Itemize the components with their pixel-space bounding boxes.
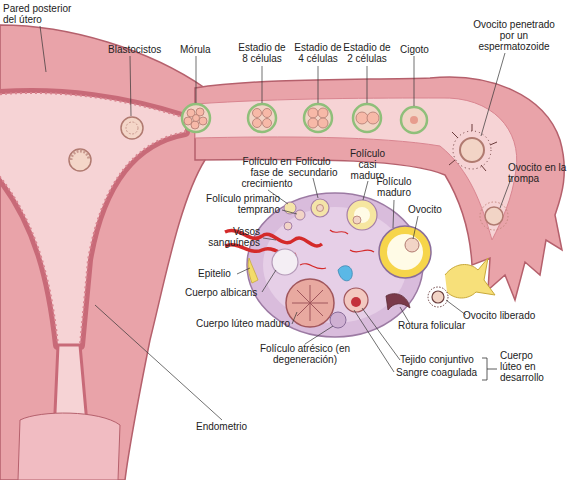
blastocyst-cells xyxy=(126,122,138,134)
developing-corpus-luteum xyxy=(344,288,368,312)
eight-cell-stage xyxy=(248,104,276,132)
bracket xyxy=(482,358,497,380)
corpus-luteum-folds xyxy=(292,285,328,321)
corona-radiata xyxy=(428,287,448,307)
morula-cell xyxy=(193,115,200,122)
part-label: Cigoto xyxy=(400,44,440,55)
blastocyst xyxy=(69,149,91,171)
follicle-oocyte xyxy=(317,205,324,212)
blastomere xyxy=(318,108,328,118)
zygote xyxy=(401,107,427,133)
ovary-epithelium xyxy=(248,258,258,283)
part-label: Pared posterior del útero xyxy=(3,3,81,25)
tube-lumen xyxy=(195,98,517,240)
atretic-follicle xyxy=(330,312,346,328)
part-label: Folículo maduro xyxy=(370,176,418,198)
follicle-rupture xyxy=(386,294,410,310)
blastomere xyxy=(263,119,272,128)
sperm xyxy=(449,124,497,171)
part-label: Folículo en fase de crecimiento xyxy=(238,156,296,189)
blastocyst-cells xyxy=(71,151,89,160)
morula xyxy=(182,104,210,132)
released-oocyte xyxy=(432,291,444,303)
endometrium xyxy=(0,93,185,345)
part-label: Cuerpo lúteo maduro xyxy=(196,318,296,329)
part-label: Vasos sanguíneos xyxy=(198,226,260,248)
blood-clot xyxy=(351,297,361,307)
part-label: Rotura folicular xyxy=(398,320,478,331)
part-label: Estadio de 8 células xyxy=(236,42,288,64)
part-label: Ovocito penetrado por un espermatozoide xyxy=(470,19,558,52)
primary-follicle xyxy=(284,222,292,230)
follicle-oocyte xyxy=(353,216,361,224)
antrum xyxy=(354,207,370,223)
capillary xyxy=(300,230,374,269)
part-label: Cuerpo lúteo en desarrollo xyxy=(500,350,555,383)
blastomere xyxy=(308,118,318,128)
part-label: Sangre coagulada xyxy=(396,367,481,378)
blastomere xyxy=(308,108,318,118)
morula-cell xyxy=(184,117,192,125)
blastomere xyxy=(356,112,368,124)
mature-corpus-luteum xyxy=(286,279,334,327)
part-label: Ovocito liberado xyxy=(463,310,543,321)
part-label: Tejido conjuntivo xyxy=(400,354,485,365)
blastomere xyxy=(318,118,328,128)
secondary-follicle xyxy=(311,199,329,217)
two-cell-stage xyxy=(353,104,381,132)
blastomere xyxy=(253,109,262,118)
part-label: Folículo primario temprano xyxy=(195,193,280,215)
follicle-oocyte xyxy=(405,238,419,252)
part-label: Estadio de 4 células xyxy=(292,42,344,64)
part-label: Mórula xyxy=(180,44,225,55)
four-cell-stage xyxy=(304,104,332,132)
part-label: Cuerpo albicans xyxy=(185,287,275,298)
part-label: Ovocito xyxy=(408,204,453,215)
corpus-albicans xyxy=(272,249,298,275)
penetrated-oocyte xyxy=(460,138,484,162)
morula-cell xyxy=(199,117,207,125)
part-label: Folículo secundario xyxy=(287,156,339,178)
part-label: Folículo atrésico (en degeneración) xyxy=(255,343,355,365)
mature-follicle xyxy=(379,226,431,278)
tube-oocyte xyxy=(485,207,503,225)
part-label: Epitelio xyxy=(198,268,248,279)
corona-radiata xyxy=(480,202,508,230)
blastomere xyxy=(367,112,379,124)
leader-line xyxy=(40,26,512,420)
zygote-nucleus xyxy=(410,116,418,124)
ovary-vein xyxy=(338,266,352,281)
blastomere xyxy=(253,119,262,128)
vagina xyxy=(18,413,120,480)
follicular-fluid xyxy=(445,258,495,298)
part-label: Blastocistos xyxy=(108,44,178,55)
sperm-corona xyxy=(453,131,491,169)
near-mature-follicle xyxy=(347,200,377,230)
part-label: Estadio de 2 células xyxy=(341,42,393,64)
part-label: Ovocito en la trompa xyxy=(508,162,568,184)
blastomere xyxy=(263,109,272,118)
antrum xyxy=(387,234,423,270)
blastocyst xyxy=(121,117,143,139)
part-label: Endometrio xyxy=(196,421,256,432)
endometrium-glands xyxy=(0,93,185,345)
primary-follicle xyxy=(295,210,305,220)
